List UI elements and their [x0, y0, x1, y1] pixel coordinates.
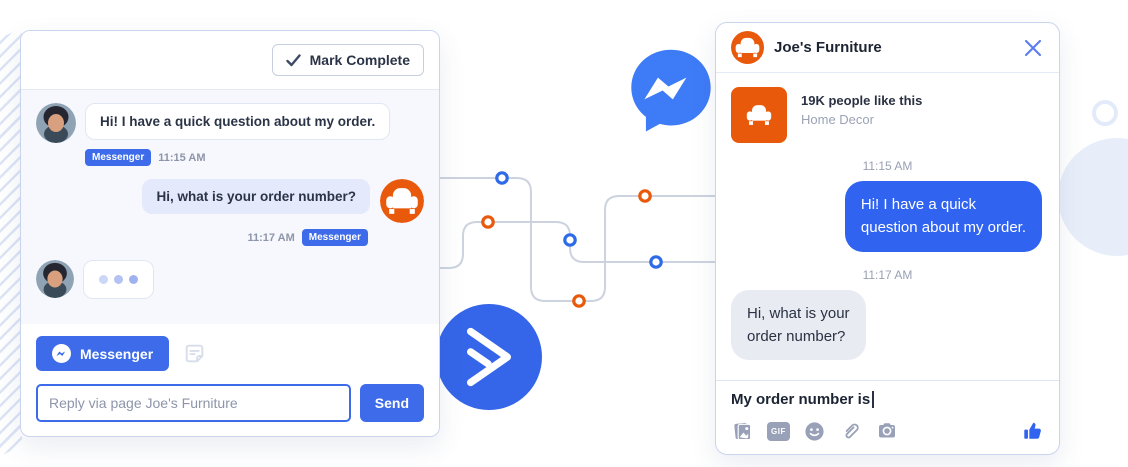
- photo-icon[interactable]: [731, 420, 753, 442]
- agent-avatar-armchair: [380, 179, 424, 223]
- bubble-line: Hi! I have a quick: [860, 196, 976, 213]
- message-meta: Messenger 11:15 AM: [85, 149, 424, 166]
- helpdesk-reply-section: Messenger Send: [21, 324, 439, 436]
- page-title: Joe's Furniture: [774, 39, 882, 56]
- diagonal-stripes-decoration: [0, 28, 22, 456]
- camera-icon[interactable]: [876, 420, 898, 442]
- emoji-icon[interactable]: [804, 420, 826, 442]
- message-meta: 11:17 AM Messenger: [36, 229, 368, 246]
- page-info-text: 19K people like this Home Decor: [801, 87, 922, 127]
- flow-node-orange: [572, 294, 586, 308]
- message-bubble: Hi, what is your order number?: [142, 179, 370, 214]
- background-circle-decoration: [1058, 138, 1128, 256]
- page-avatar-armchair: [731, 31, 764, 64]
- bubble-line: order number?: [747, 327, 846, 345]
- flow-node-orange: [638, 189, 652, 203]
- flow-node-blue: [649, 255, 663, 269]
- customer-avatar: [36, 260, 74, 298]
- helpdesk-header: Mark Complete: [21, 31, 439, 90]
- page-thumbnail: [731, 87, 787, 143]
- channel-badge: Messenger: [85, 149, 152, 166]
- messenger-logo-icon: [631, 49, 711, 132]
- typing-dot: [129, 275, 138, 284]
- messenger-header: Joe's Furniture: [716, 23, 1059, 73]
- thumbs-up-icon[interactable]: [1022, 420, 1044, 442]
- bubble-line: question about my order.: [860, 219, 1026, 237]
- composer-toolbar: GIF: [731, 420, 1044, 442]
- page-info: 19K people like this Home Decor: [731, 87, 1044, 143]
- messenger-chat-area: 19K people like this Home Decor 11:15 AM…: [716, 73, 1059, 380]
- message-time: 11:15 AM: [158, 151, 206, 164]
- message-timestamp: 11:15 AM: [862, 159, 913, 173]
- channel-button-label: Messenger: [80, 345, 154, 362]
- note-icon[interactable]: [182, 341, 207, 366]
- reply-input[interactable]: [36, 384, 351, 422]
- message-time: 11:17 AM: [247, 231, 295, 244]
- page-likes: 19K people like this: [801, 93, 923, 108]
- mark-complete-label: Mark Complete: [309, 52, 410, 68]
- mark-complete-button[interactable]: Mark Complete: [271, 44, 424, 76]
- send-button[interactable]: Send: [359, 384, 424, 422]
- message-bubble: Hi! I have a quick question about my ord…: [85, 103, 391, 140]
- flow-node-orange: [481, 215, 495, 229]
- composer-input[interactable]: My order number is: [731, 391, 1044, 408]
- typing-dot: [99, 275, 108, 284]
- typing-dot: [114, 275, 123, 284]
- messenger-icon: [52, 344, 71, 363]
- bubble-line: Hi, what is your: [747, 304, 850, 322]
- close-icon[interactable]: [1022, 37, 1044, 59]
- messenger-composer: My order number is GIF: [716, 380, 1059, 454]
- channel-badge: Messenger: [301, 229, 368, 246]
- check-icon: [285, 53, 301, 66]
- flow-node-blue: [495, 171, 509, 185]
- messenger-window: Joe's Furniture: [715, 22, 1060, 455]
- activecampaign-logo-icon: [436, 304, 542, 410]
- message-row-outgoing: Hi, what is your order number?: [36, 179, 424, 223]
- composer-text: My order number is: [731, 391, 871, 408]
- page-category: Home Decor: [801, 112, 874, 127]
- flow-node-blue: [563, 233, 577, 247]
- message-row-incoming: Hi! I have a quick question about my ord…: [36, 103, 424, 143]
- attachment-icon[interactable]: [840, 420, 862, 442]
- customer-avatar: [36, 103, 76, 143]
- typing-indicator: [83, 260, 154, 299]
- typing-indicator-row: [36, 260, 424, 299]
- message-bubble-incoming: Hi, what is your order number?: [731, 289, 866, 360]
- message-timestamp: 11:17 AM: [862, 267, 913, 282]
- background-ring-decoration: [1092, 100, 1118, 126]
- helpdesk-chat-area: Hi! I have a quick question about my ord…: [21, 90, 439, 324]
- message-bubble-outgoing: Hi! I have a quick question about my ord…: [844, 181, 1042, 252]
- gif-icon[interactable]: GIF: [767, 421, 790, 441]
- messenger-channel-button[interactable]: Messenger: [36, 336, 170, 371]
- helpdesk-card: Mark Complete Hi! I have a quick questio…: [20, 30, 440, 437]
- armchair-icon: [746, 105, 772, 125]
- text-cursor: [872, 391, 874, 408]
